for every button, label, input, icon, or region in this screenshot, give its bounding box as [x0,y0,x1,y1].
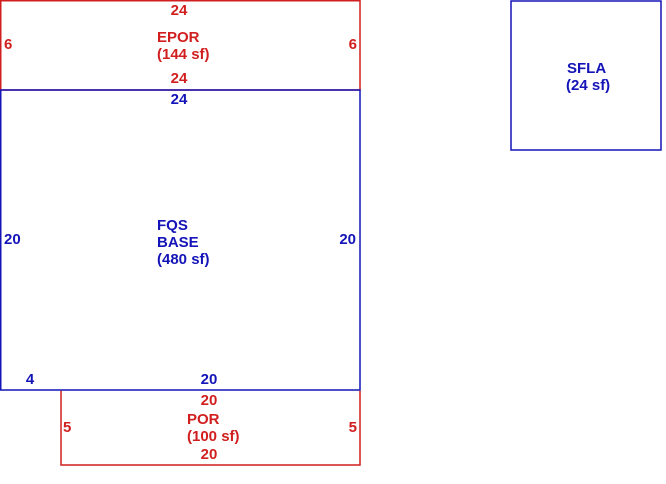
por-left-dimension: 5 [63,419,71,436]
por-outline [60,390,361,466]
por-area-value: (100 sf) [187,428,240,445]
base-outline [0,89,361,391]
base-top-dimension: 24 [171,91,188,108]
epor-right-dimension: 6 [349,36,357,53]
base-bottom-dimension: 20 [201,371,218,388]
sfla-outline [510,0,662,151]
base-label-line2: BASE [157,234,199,251]
epor-top-dimension: 24 [171,2,188,19]
sfla-area[interactable]: SFLA (24 sf) [510,0,662,151]
sfla-area-value: (24 sf) [566,77,610,94]
epor-bottom-dimension: 24 [171,70,188,87]
por-label: POR [187,411,220,428]
base-label-line1: FQS [157,217,188,234]
epor-area-value: (144 sf) [157,46,210,63]
epor-area[interactable]: 24 6 6 EPOR (144 sf) 24 [0,0,361,91]
por-right-dimension: 5 [349,419,357,436]
por-top-dimension: 20 [201,392,218,409]
epor-left-dimension: 6 [4,36,12,53]
base-right-dimension: 20 [339,231,356,248]
base-area-value: (480 sf) [157,251,210,268]
base-left-dimension: 20 [4,231,21,248]
por-area[interactable]: 20 5 5 POR (100 sf) 20 [60,390,361,466]
epor-label: EPOR [157,29,200,46]
base-bottom-left-dimension: 4 [26,371,35,388]
sfla-label: SFLA [567,60,606,77]
base-area[interactable]: 24 20 20 FQS BASE (480 sf) 4 20 [0,89,361,391]
por-bottom-dimension: 20 [201,446,218,463]
